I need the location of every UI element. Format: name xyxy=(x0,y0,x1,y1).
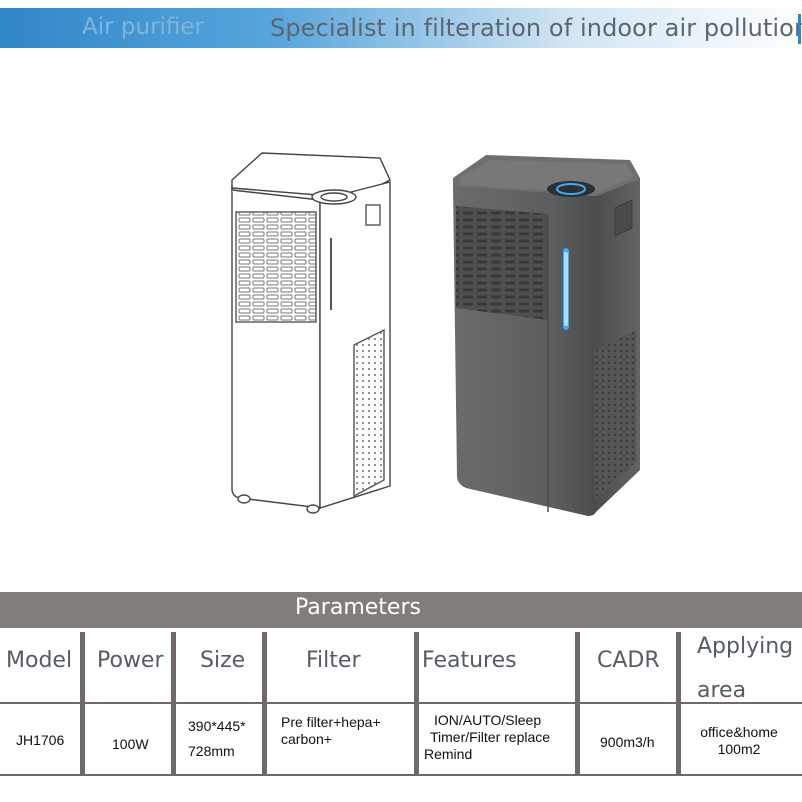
header-power: Power xyxy=(97,648,164,673)
header-size: Size xyxy=(200,648,246,673)
header-applying: Applying xyxy=(697,634,794,659)
cell-power: 100W xyxy=(112,736,149,752)
cell-model: JH1706 xyxy=(16,732,65,748)
table-row-divider xyxy=(0,702,802,704)
banner-tagline: Specialist in filteration of indoor air … xyxy=(270,14,802,42)
cell-size-line2: 728mm xyxy=(188,743,235,759)
table-bottom-border xyxy=(0,774,802,776)
parameters-title: Parameters xyxy=(295,595,421,620)
specs-table: Model Power Size Filter Features CADR Ap… xyxy=(0,628,802,778)
header-filter: Filter xyxy=(306,648,361,673)
header-area: area xyxy=(697,678,747,703)
cell-filter-line2: carbon+ xyxy=(281,731,332,747)
rendered-purifier xyxy=(453,155,640,516)
banner-left-text: Air purifier xyxy=(82,14,205,40)
parameters-title-bar: Parameters xyxy=(0,592,802,628)
cell-features: ION/AUTO/Sleep Timer/Filter replace Remi… xyxy=(424,712,550,763)
cell-cadr: 900m3/h xyxy=(600,734,655,750)
cell-features-line2: Timer/Filter replace xyxy=(430,729,551,745)
line-drawing-purifier xyxy=(231,152,391,514)
header-cadr: CADR xyxy=(597,648,660,673)
cell-filter: Pre filter+hepa+ carbon+ xyxy=(281,714,381,748)
product-image xyxy=(231,152,640,516)
cell-size: 390*445* 728mm xyxy=(188,718,246,760)
cell-applying-line2: 100m2 xyxy=(717,741,761,757)
cell-applying-line1: office&home xyxy=(700,724,778,740)
cell-applying-area: office&home 100m2 xyxy=(684,724,794,758)
header-model: Model xyxy=(6,648,73,673)
header-banner: Air purifier Specialist in filteration o… xyxy=(0,8,802,48)
cell-features-line3: Remind xyxy=(424,746,473,762)
banner-accent-bar xyxy=(798,14,801,44)
cell-filter-line1: Pre filter+hepa+ xyxy=(281,714,381,730)
header-features: Features xyxy=(422,648,517,673)
cell-size-line1: 390*445* xyxy=(188,718,246,734)
cell-features-line1: ION/AUTO/Sleep xyxy=(434,712,542,728)
